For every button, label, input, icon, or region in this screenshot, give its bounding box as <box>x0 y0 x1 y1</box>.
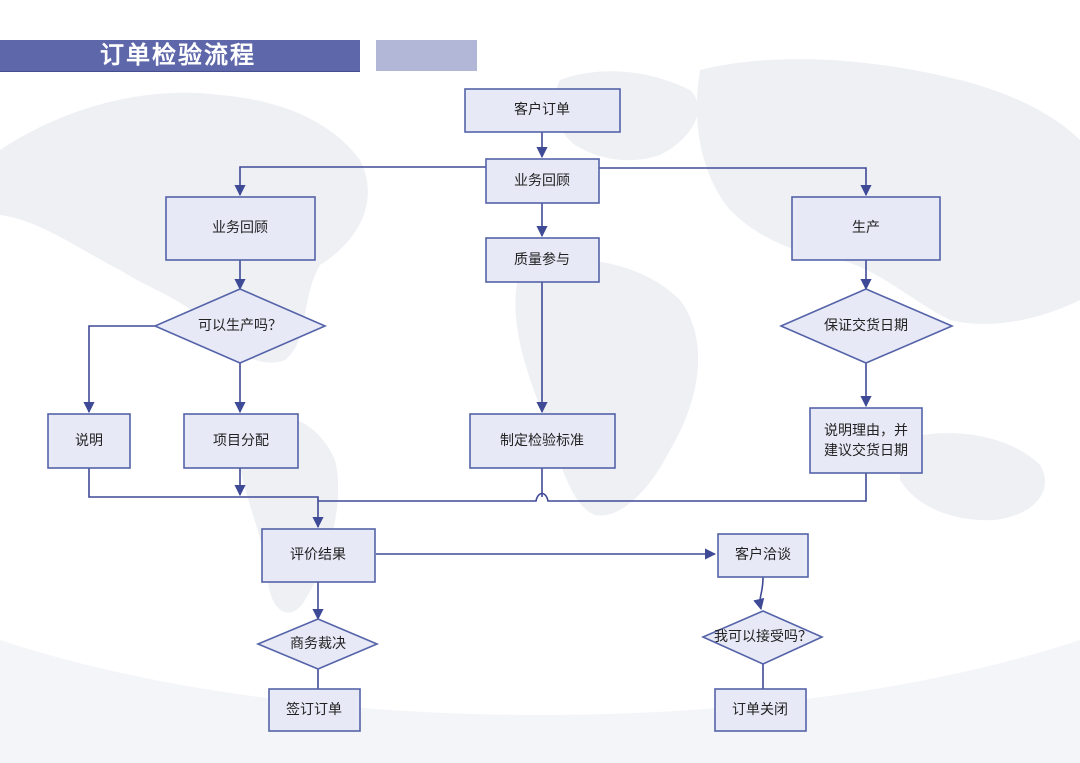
node-inspection-standard[interactable]: 制定检验标准 <box>469 413 616 469</box>
node-can-produce-label: 可以生产吗？ <box>198 318 282 334</box>
node-customer-order-label: 客户订单 <box>514 101 570 118</box>
node-production-box <box>791 196 941 261</box>
node-can-produce-diamond <box>152 288 328 364</box>
node-project-assignment[interactable]: 项目分配 <box>183 413 299 469</box>
node-quality-participation[interactable]: 质量参与 <box>485 237 600 283</box>
node-sign-order-label: 签订订单 <box>286 701 342 718</box>
node-business-review-top-label: 业务回顾 <box>514 173 570 189</box>
node-customer-negotiation[interactable]: 客户洽谈 <box>717 533 809 578</box>
edge-business-review-to-production <box>599 167 872 197</box>
edge-can-produce-to-explain <box>83 325 155 414</box>
node-can-produce[interactable]: 可以生产吗？ <box>152 288 328 364</box>
node-order-closed-label: 订单关闭 <box>732 702 788 718</box>
node-customer-negotiation-box <box>717 533 809 578</box>
node-inspection-standard-label: 制定检验标准 <box>500 433 584 449</box>
node-production[interactable]: 生产 <box>791 196 941 261</box>
node-order-closed[interactable]: 订单关闭 <box>714 688 807 732</box>
page-title: 订单检验流程 <box>100 41 256 69</box>
node-guarantee-delivery-label: 保证交货日期 <box>824 317 908 334</box>
edge-explain-reason-to-evaluate <box>318 473 867 502</box>
map-landmass-asia <box>696 59 1080 324</box>
node-quality-participation-label: 质量参与 <box>514 251 570 268</box>
node-guarantee-delivery[interactable]: 保证交货日期 <box>778 288 955 364</box>
node-project-assignment-box <box>183 413 299 469</box>
node-project-assignment-label: 项目分配 <box>213 433 269 449</box>
node-business-review-left-label: 业务回顾 <box>212 220 268 236</box>
node-customer-order[interactable]: 客户订单 <box>464 88 621 133</box>
node-business-ruling-diamond <box>255 618 380 670</box>
node-sign-order-box <box>268 688 361 732</box>
node-guarantee-delivery-diamond <box>778 288 955 364</box>
node-production-label: 生产 <box>852 220 880 236</box>
node-business-review-top-box <box>485 158 600 204</box>
node-acceptable-diamond <box>701 610 824 665</box>
node-business-review-left[interactable]: 业务回顾 <box>165 196 316 261</box>
node-order-closed-box <box>714 688 807 732</box>
node-acceptable-label: 我可以接受吗？ <box>714 628 812 645</box>
node-evaluate-result-box <box>261 528 376 583</box>
node-explain-reason-label-line1: 说明理由，并 <box>824 423 908 439</box>
node-customer-negotiation-label: 客户洽谈 <box>735 546 791 563</box>
node-acceptable[interactable]: 我可以接受吗？ <box>701 610 824 665</box>
node-customer-order-box <box>464 88 621 133</box>
node-inspection-standard-box <box>469 413 616 469</box>
title-accent-block <box>376 40 477 71</box>
map-horizon-arc <box>0 640 1080 763</box>
node-business-ruling-label: 商务裁决 <box>290 636 346 652</box>
node-explain-reason[interactable]: 说明理由，并 建议交货日期 <box>809 407 923 474</box>
node-explain-reason-box <box>809 407 923 474</box>
title-bar: 订单检验流程 <box>0 40 360 72</box>
node-business-review-top[interactable]: 业务回顾 <box>485 158 600 204</box>
map-landmass-oceania <box>900 433 1045 521</box>
node-evaluate-result-label: 评价结果 <box>290 547 346 563</box>
node-explain-label: 说明 <box>75 433 103 449</box>
node-quality-participation-box <box>485 237 600 283</box>
node-business-review-left-box <box>165 196 316 261</box>
edge-explain-to-evaluate <box>88 468 324 529</box>
edge-negotiation-to-acceptable <box>753 576 765 611</box>
node-sign-order[interactable]: 签订订单 <box>268 688 361 732</box>
edge-business-review-to-left-branch <box>234 166 486 197</box>
node-explain-box <box>47 413 131 469</box>
node-explain[interactable]: 说明 <box>47 413 131 469</box>
node-evaluate-result[interactable]: 评价结果 <box>261 528 376 583</box>
node-explain-reason-label-line2: 建议交货日期 <box>824 442 908 459</box>
node-business-ruling[interactable]: 商务裁决 <box>255 618 380 670</box>
